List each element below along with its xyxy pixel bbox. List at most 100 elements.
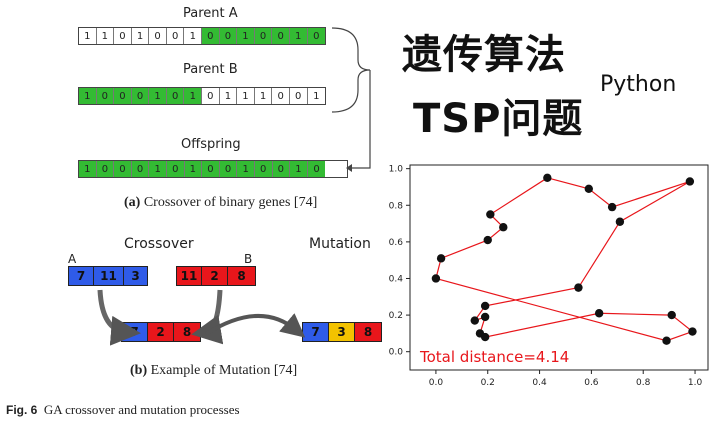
gene-cell: 7 [69, 267, 94, 285]
bit-cell: 1 [79, 161, 97, 177]
bit-cell: 0 [202, 88, 220, 104]
y-tick-label: 0.8 [389, 201, 404, 211]
bit-cell: 0 [149, 28, 167, 44]
city-point [688, 327, 697, 336]
bit-cell: 0 [272, 28, 290, 44]
title-line2: TSP问题 [413, 96, 584, 142]
bit-cell: 1 [149, 88, 167, 104]
city-point [436, 254, 446, 263]
gene-cell: 3 [124, 267, 147, 285]
city-point [480, 301, 490, 311]
figure-caption: Fig. 6 GA crossover and mutation process… [6, 402, 240, 417]
y-tick-label: 0.4 [389, 274, 404, 284]
bit-cell: 0 [254, 161, 273, 177]
total-distance-label: Total distance=4.14 [419, 348, 569, 366]
title-line1: 遗传算法 [402, 32, 566, 78]
brace-arrow [331, 27, 371, 172]
bit-cell: 0 [202, 161, 220, 177]
city-point [480, 312, 490, 322]
gene-cell: 8 [228, 267, 255, 285]
city-point [470, 316, 479, 325]
gene-cell: 2 [202, 267, 228, 285]
city-point [574, 283, 583, 292]
city-point [431, 274, 441, 283]
y-tick-label: 0.2 [389, 311, 403, 321]
bit-cell: 0 [96, 88, 115, 104]
y-tick-label: 0.6 [389, 238, 404, 248]
bit-cell: 1 [96, 28, 115, 44]
gene-a-label: A [68, 252, 77, 266]
gene-cell: 11 [94, 267, 124, 285]
bit-cell: 0 [272, 88, 290, 104]
city-point [480, 332, 490, 342]
parent-b-label: Parent B [183, 62, 238, 77]
bit-cell: 0 [307, 28, 326, 44]
y-tick-label: 1.0 [389, 165, 404, 175]
bit-cell: 1 [219, 88, 238, 104]
city-point [662, 336, 671, 345]
city-point [499, 223, 508, 232]
bit-cell: 0 [131, 88, 150, 104]
bit-cell: 0 [114, 28, 132, 44]
bit-cell: 0 [131, 161, 150, 177]
bit-cell: 1 [79, 88, 97, 104]
caption-a: (a) Crossover of binary genes [74] [124, 195, 318, 210]
bit-cell: 0 [166, 28, 185, 44]
gene-b-label: B [244, 252, 253, 266]
x-tick-label: 0.8 [636, 378, 651, 388]
city-point [594, 309, 604, 318]
city-point [667, 310, 676, 320]
bit-cell: 0 [114, 88, 132, 104]
y-tick-label: 0.0 [389, 348, 404, 358]
offspring-label: Offspring [181, 137, 241, 152]
bit-cell: 1 [184, 161, 203, 177]
crossover-label: Crossover [124, 236, 194, 252]
city-point [486, 210, 495, 219]
bit-cell: 1 [131, 28, 150, 44]
parent-a-label: Parent A [183, 6, 238, 21]
bit-cell: 1 [184, 28, 203, 44]
python-label: Python [600, 72, 677, 97]
city-point [615, 217, 625, 226]
bit-cell: 0 [166, 88, 185, 104]
gene-cell: 11 [177, 267, 202, 285]
gene-arrows [97, 289, 306, 346]
bit-cell: 1 [237, 88, 255, 104]
bit-cell: 1 [237, 161, 255, 177]
bit-cell: 0 [202, 28, 220, 44]
city-point [543, 173, 552, 183]
gene-cell: 7 [303, 323, 329, 341]
bit-cell: 0 [289, 88, 308, 104]
bit-cell: 0 [219, 161, 238, 177]
x-tick-label: 0.2 [481, 378, 495, 388]
city-point [584, 184, 593, 193]
caption-b: (b) Example of Mutation [74] [130, 363, 298, 378]
bit-cell: 1 [237, 28, 255, 44]
bit-cell: 1 [307, 88, 326, 104]
city-point [607, 202, 617, 212]
bit-cell: 1 [79, 28, 97, 44]
bit-cell: 0 [254, 28, 273, 44]
bit-cell: 0 [307, 161, 326, 177]
x-tick-label: 0.4 [532, 378, 547, 388]
bit-cell: 1 [184, 88, 203, 104]
gene-cell: 2 [148, 323, 174, 341]
x-tick-label: 0.0 [429, 378, 444, 388]
bit-cell: 0 [166, 161, 185, 177]
bit-cell: 1 [149, 161, 167, 177]
bit-cell: 1 [254, 88, 273, 104]
bit-cell: 1 [290, 161, 308, 177]
x-tick-label: 0.6 [584, 378, 599, 388]
city-point [483, 235, 492, 245]
gene-cell: 8 [355, 323, 381, 341]
bit-cell: 0 [114, 161, 132, 177]
gene-cell: 3 [329, 323, 355, 341]
mutation-label: Mutation [309, 236, 371, 252]
